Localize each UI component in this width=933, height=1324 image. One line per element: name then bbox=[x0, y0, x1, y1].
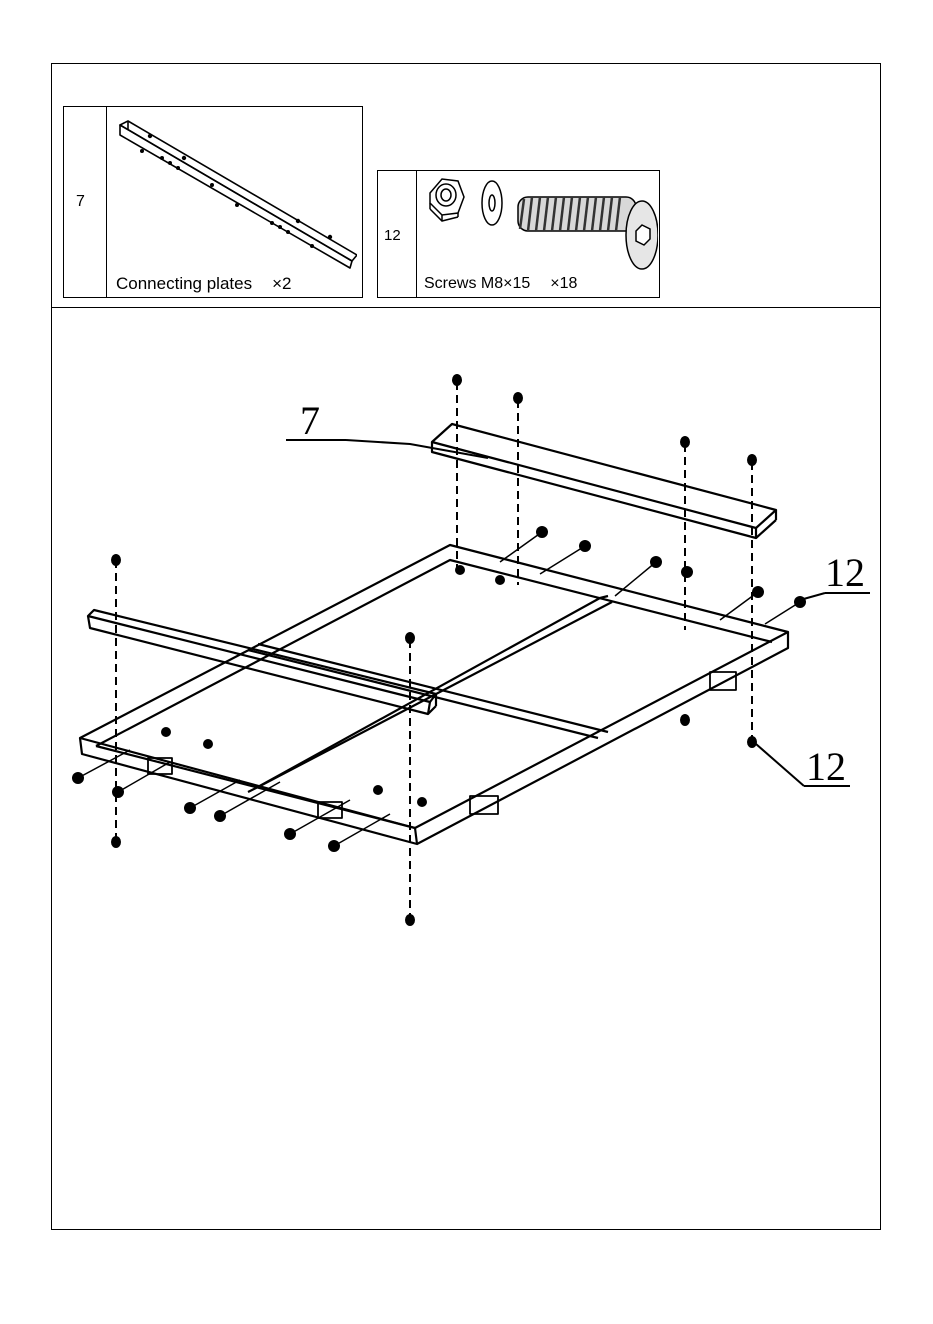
part-number: 7 bbox=[76, 193, 85, 211]
callout-12-lower: 12 bbox=[756, 744, 850, 789]
left-connecting-plate bbox=[88, 610, 436, 714]
part-box-screws: 12 bbox=[377, 170, 660, 298]
part-name: Screws M8×15 bbox=[424, 275, 530, 292]
connecting-plate-icon bbox=[112, 113, 357, 273]
callout-12-right: 12 bbox=[800, 550, 870, 600]
callout-label-7: 7 bbox=[300, 398, 320, 443]
part-quantity: ×18 bbox=[550, 275, 577, 292]
upper-connecting-plate bbox=[432, 424, 776, 538]
part-name: Connecting plates bbox=[116, 274, 252, 293]
part-number: 12 bbox=[384, 227, 401, 244]
callout-label-12-right: 12 bbox=[825, 550, 865, 595]
screws bbox=[72, 374, 806, 926]
washer-icon bbox=[482, 181, 502, 225]
nut-icon bbox=[430, 179, 464, 221]
bed-frame-assembly-diagram: 7 12 12 bbox=[60, 360, 875, 940]
screw-icon bbox=[518, 197, 658, 269]
section-divider bbox=[51, 307, 881, 308]
part-number-column bbox=[64, 107, 107, 297]
part-box-connecting-plates: 7 Connecting plates ×2 bbox=[63, 106, 363, 298]
callout-label-12-lower: 12 bbox=[806, 744, 846, 789]
screw-nut-washer-icon bbox=[420, 173, 658, 273]
part-quantity: ×2 bbox=[272, 274, 291, 293]
